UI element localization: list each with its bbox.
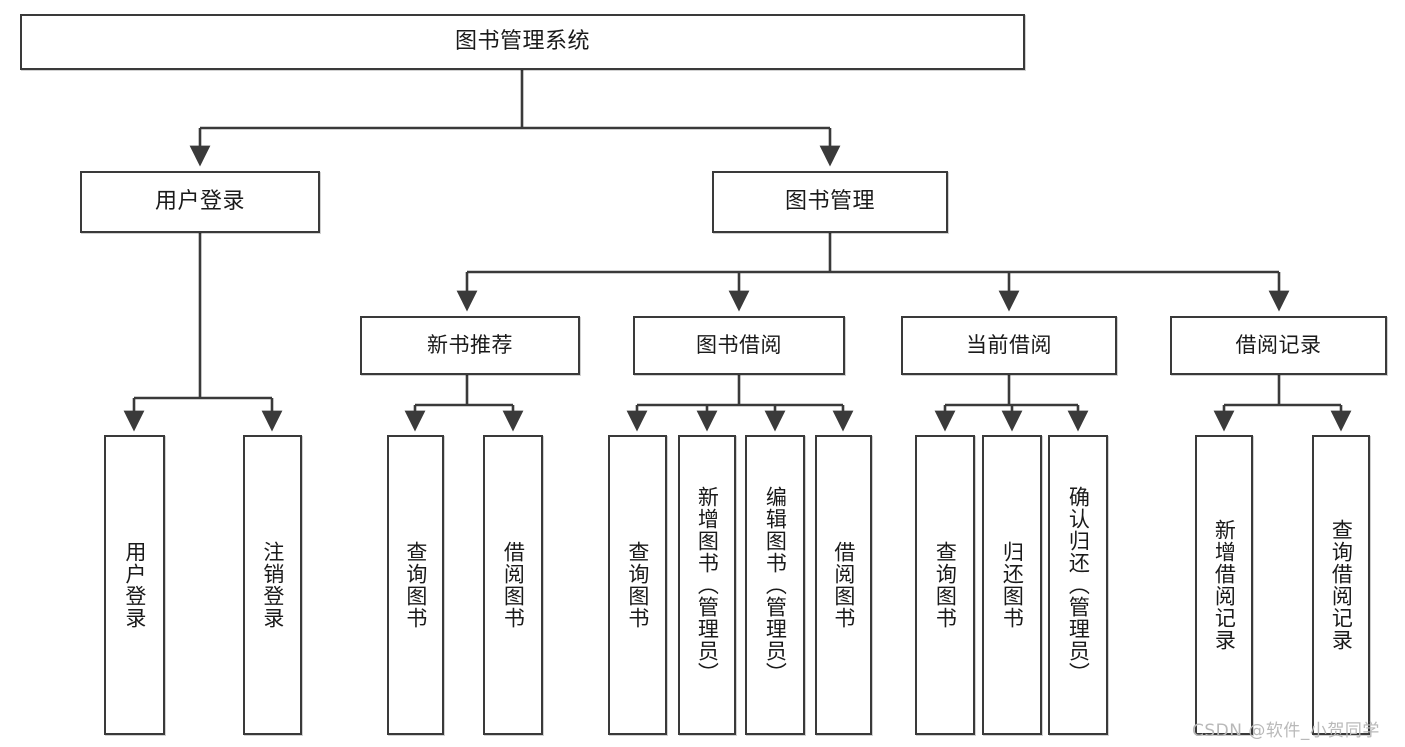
watermark: CSDN @软件_小贺同学	[1192, 721, 1380, 741]
node-new-book-recommend-label: 新书推荐	[427, 332, 513, 357]
node-leaf-query-book-2[interactable]: 查询图书	[608, 435, 667, 735]
node-leaf-return-book-label: 归还图书	[1000, 541, 1025, 629]
node-leaf-edit-book-admin[interactable]: 编辑图书（管理员）	[745, 435, 805, 735]
node-current-borrow-label: 当前借阅	[966, 332, 1052, 357]
node-book-management[interactable]: 图书管理	[712, 171, 948, 233]
node-leaf-confirm-return-admin[interactable]: 确认归还（管理员）	[1048, 435, 1108, 735]
node-leaf-edit-book-admin-label: 编辑图书（管理员）	[763, 486, 788, 684]
node-leaf-query-book-3[interactable]: 查询图书	[915, 435, 975, 735]
node-user-login[interactable]: 用户登录	[80, 171, 320, 233]
node-leaf-return-book[interactable]: 归还图书	[982, 435, 1042, 735]
node-leaf-query-borrow-record-label: 查询借阅记录	[1329, 519, 1354, 651]
node-root-label: 图书管理系统	[454, 28, 590, 54]
node-leaf-add-borrow-record[interactable]: 新增借阅记录	[1195, 435, 1253, 735]
node-leaf-add-borrow-record-label: 新增借阅记录	[1212, 519, 1237, 651]
node-leaf-add-book-admin-label: 新增图书（管理员）	[695, 486, 720, 684]
node-leaf-borrow-book-2[interactable]: 借阅图书	[815, 435, 872, 735]
node-root[interactable]: 图书管理系统	[20, 14, 1025, 70]
node-leaf-query-book-1-label: 查询图书	[403, 541, 428, 629]
node-leaf-confirm-return-admin-label: 确认归还（管理员）	[1066, 486, 1091, 684]
node-user-login-label: 用户登录	[154, 188, 245, 214]
node-new-book-recommend[interactable]: 新书推荐	[360, 316, 580, 375]
node-book-borrow[interactable]: 图书借阅	[633, 316, 845, 375]
node-leaf-query-book-2-label: 查询图书	[625, 541, 650, 629]
node-leaf-borrow-book-2-label: 借阅图书	[831, 541, 856, 629]
node-leaf-query-book-3-label: 查询图书	[933, 541, 958, 629]
node-book-management-label: 图书管理	[784, 188, 875, 214]
node-leaf-borrow-book-1[interactable]: 借阅图书	[483, 435, 543, 735]
node-leaf-borrow-book-1-label: 借阅图书	[501, 541, 526, 629]
node-leaf-logout-login[interactable]: 注销登录	[243, 435, 302, 735]
node-leaf-query-book-1[interactable]: 查询图书	[387, 435, 444, 735]
node-leaf-add-book-admin[interactable]: 新增图书（管理员）	[678, 435, 736, 735]
node-borrow-record[interactable]: 借阅记录	[1170, 316, 1387, 375]
node-leaf-query-borrow-record[interactable]: 查询借阅记录	[1312, 435, 1370, 735]
node-leaf-logout-login-label: 注销登录	[260, 541, 285, 629]
node-borrow-record-label: 借阅记录	[1235, 332, 1322, 357]
node-current-borrow[interactable]: 当前借阅	[901, 316, 1117, 375]
node-book-borrow-label: 图书借阅	[696, 332, 782, 357]
node-leaf-user-login-label: 用户登录	[122, 541, 147, 629]
node-leaf-user-login[interactable]: 用户登录	[104, 435, 165, 735]
